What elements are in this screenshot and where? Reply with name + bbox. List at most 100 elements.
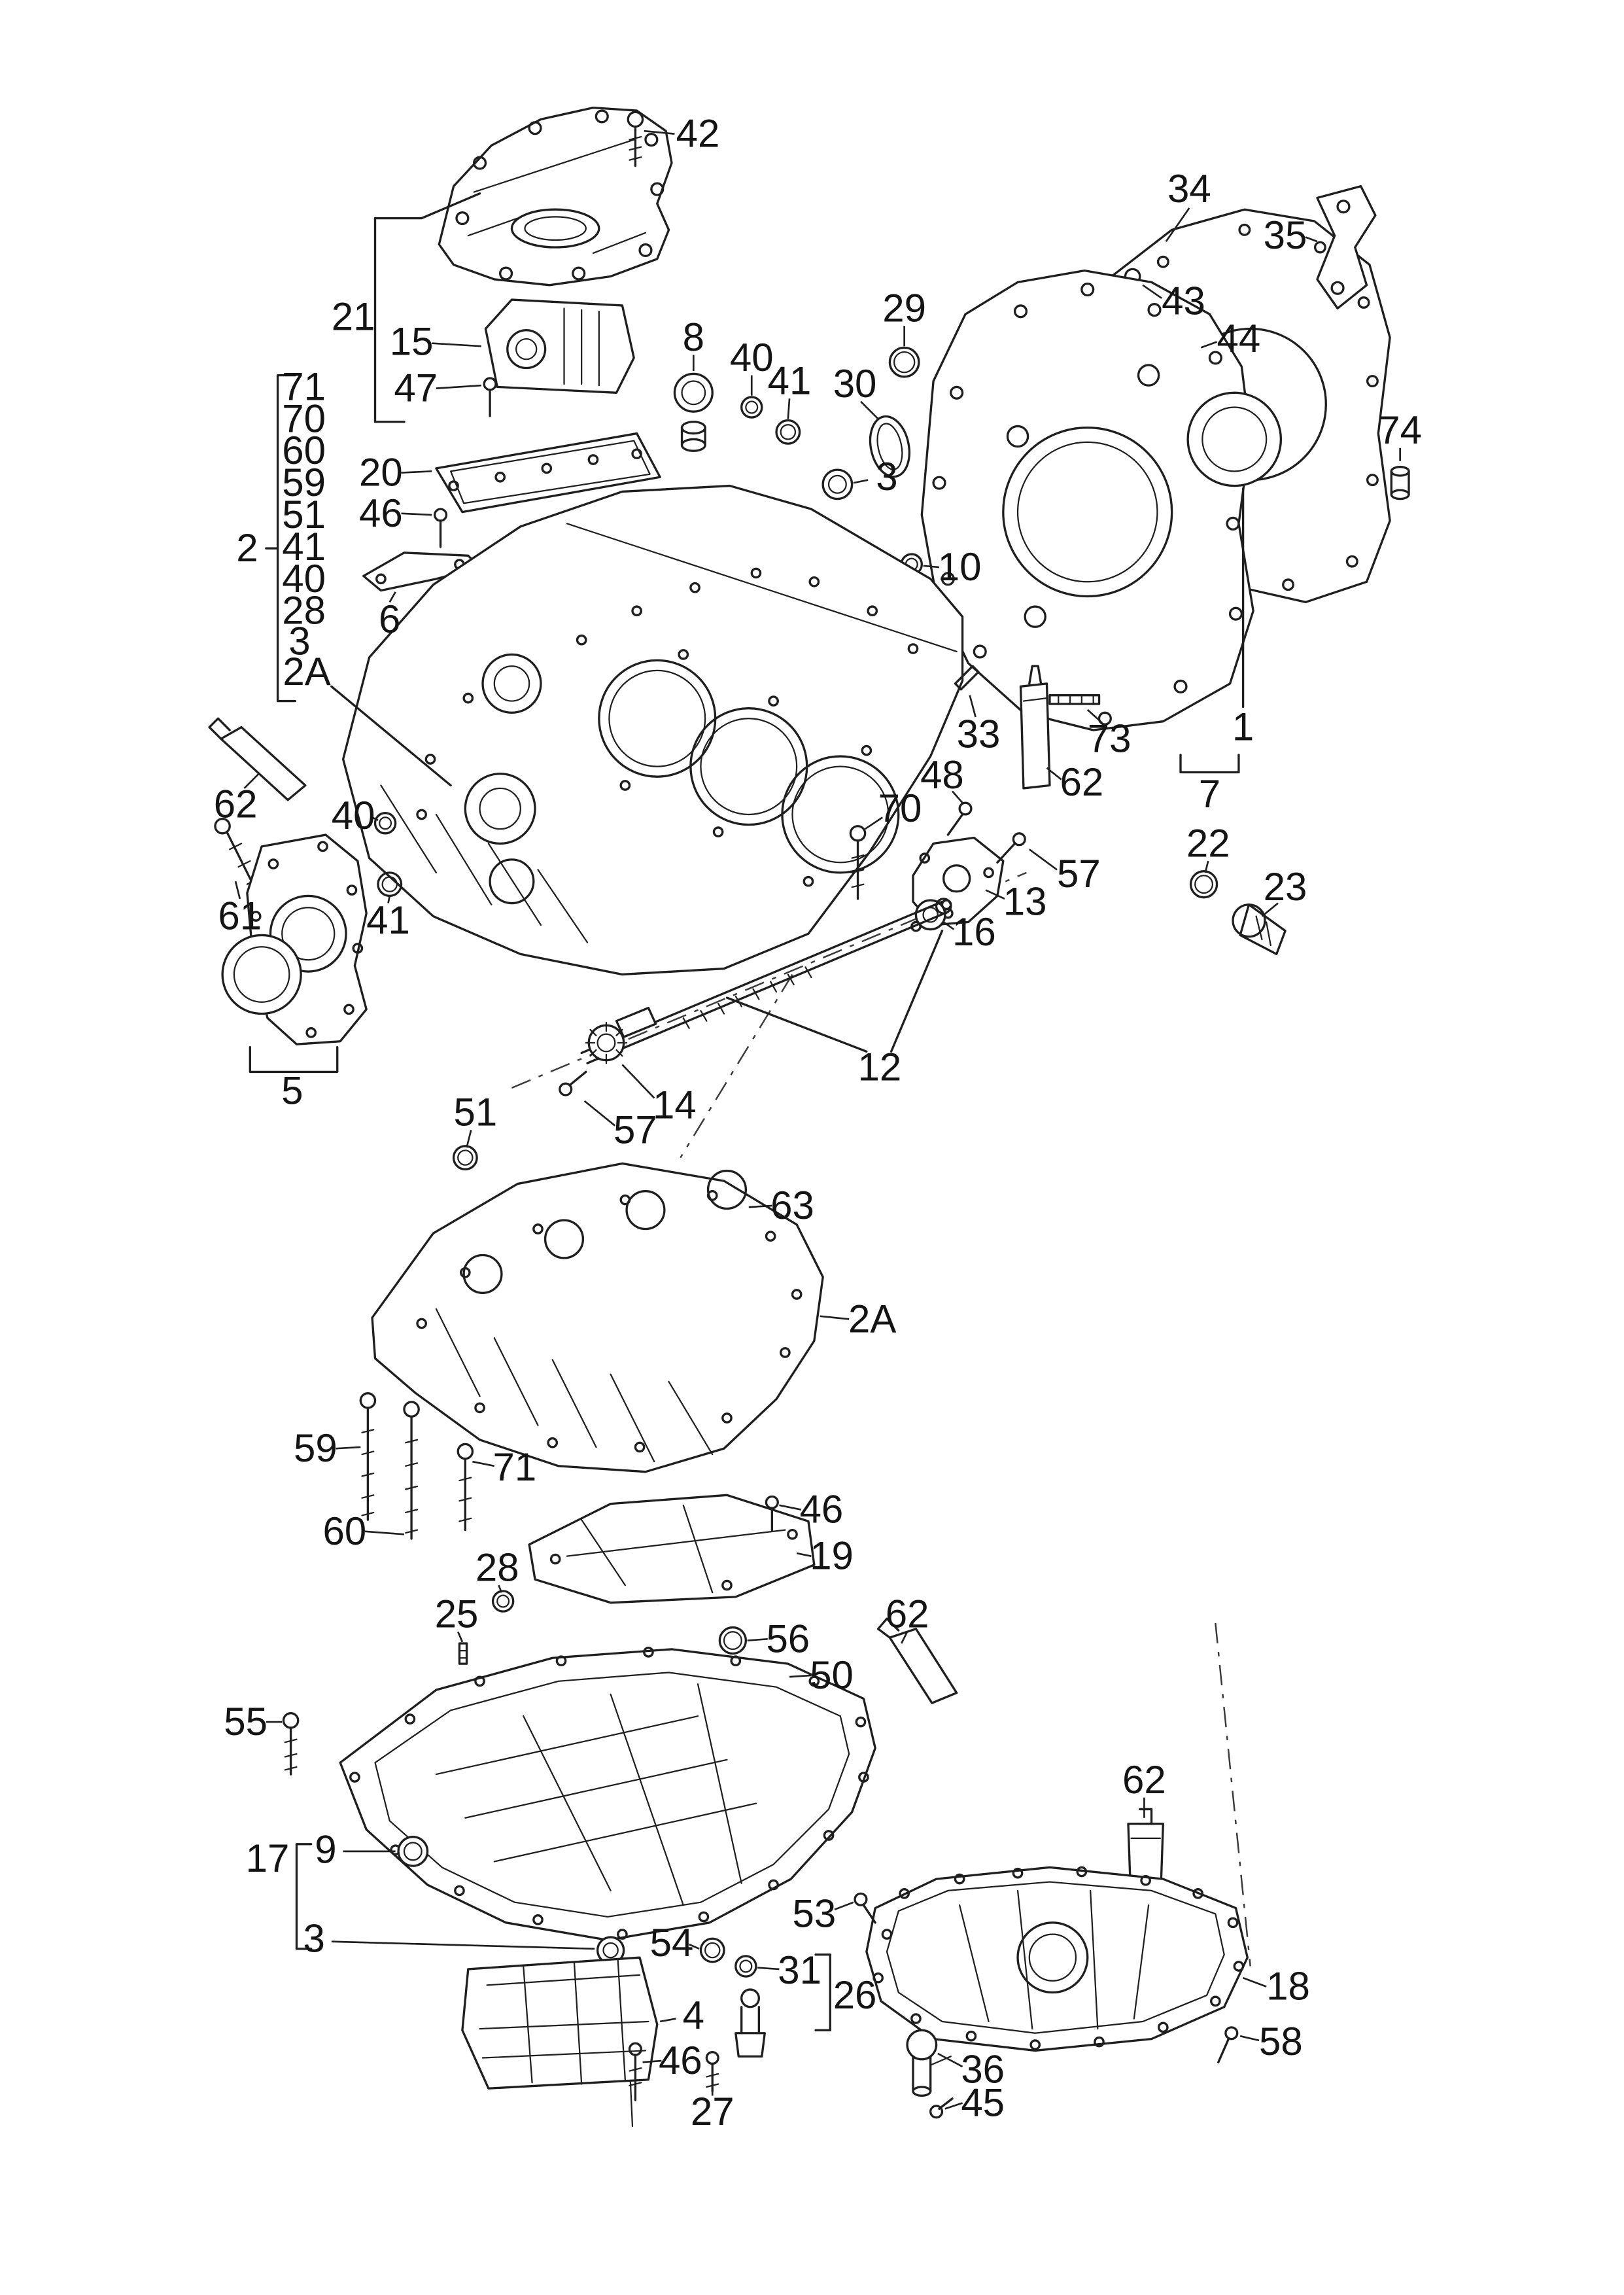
leader-line-3 (853, 479, 869, 484)
part-callout-31: 31 (778, 1948, 821, 1992)
leader-line-15 (432, 342, 481, 347)
part-bolt-45 (929, 2097, 954, 2119)
part-plug-8 (673, 372, 714, 452)
leader-line-46 (401, 512, 432, 516)
reference-brackets (249, 192, 1245, 2031)
bracket-2 (265, 374, 452, 787)
part-oring-54 (699, 1937, 725, 1963)
part-lower-oil-pan-18 (865, 1866, 1249, 2052)
bracket-26 (814, 1953, 831, 2031)
part-callout-62: 62 (1060, 760, 1103, 804)
part-screw-55 (282, 1712, 300, 1776)
part-plug-3-top (821, 468, 854, 500)
part-callout-61: 61 (218, 894, 262, 938)
part-callout-29: 29 (882, 286, 926, 330)
part-drawings (208, 106, 1410, 2119)
part-screw-47 (483, 377, 497, 417)
part-oring-29 (888, 346, 920, 378)
leader-line-73 (1086, 709, 1103, 724)
part-callout-5: 5 (281, 1068, 303, 1112)
part-oring-28 (491, 1590, 515, 1613)
leader-line-59 (336, 1446, 361, 1450)
bracket-21 (373, 192, 481, 423)
part-callout-34: 34 (1167, 167, 1211, 211)
part-oring-56 (718, 1626, 748, 1655)
part-callout-1: 1 (1232, 705, 1254, 749)
part-bushing-74 (1390, 466, 1410, 500)
part-bracket-35 (1316, 184, 1377, 310)
part-callout-7: 7 (1199, 772, 1220, 816)
leader-line-62 (901, 1631, 908, 1644)
leader-line-31 (757, 1967, 780, 1971)
part-callout-21: 21 (332, 295, 375, 339)
part-callout-41: 41 (768, 359, 812, 403)
part-bolt-46-tray (765, 1495, 779, 1532)
part-callout-59: 59 (294, 1426, 337, 1470)
leader-line-58 (1239, 2035, 1260, 2042)
part-callout-50: 50 (810, 1653, 854, 1697)
leader-line-47 (436, 384, 481, 389)
part-front-seal-5 (221, 934, 302, 1015)
part-cylinder-block (341, 484, 964, 976)
part-callout-4: 4 (683, 1993, 704, 2037)
part-callout-28: 28 (282, 589, 326, 633)
leader-line-33 (969, 695, 976, 718)
part-callout-43: 43 (1162, 279, 1205, 323)
part-callout-70: 70 (878, 786, 922, 830)
part-lower-crankcase-2A (371, 1162, 824, 1473)
part-callout-18: 18 (1266, 1965, 1310, 2008)
part-callout-30: 30 (833, 362, 877, 406)
part-callout-58: 58 (1259, 2020, 1303, 2063)
part-bolt-46-bottom (628, 2042, 642, 2101)
part-callout-63: 63 (770, 1183, 814, 1227)
leader-line-45 (944, 2102, 963, 2110)
leader-line-30 (860, 400, 879, 420)
leader-lines (234, 130, 1402, 2110)
part-callout-25: 25 (435, 1592, 479, 1636)
part-callout-60: 60 (282, 429, 326, 472)
part-callout-74: 74 (1378, 408, 1422, 452)
leader-line-71 (472, 1460, 495, 1467)
part-callout-62: 62 (214, 782, 258, 826)
part-callout-41: 41 (282, 525, 326, 569)
part-callout-54: 54 (650, 1921, 694, 1965)
part-screw-46-top (433, 508, 448, 548)
part-pin-25 (458, 1642, 468, 1665)
part-crankshaft-seal-1 (1186, 391, 1283, 487)
part-bolt-27 (705, 2050, 719, 2093)
part-callout-20: 20 (359, 451, 403, 495)
leader-line-41 (787, 398, 791, 419)
part-callout-27: 27 (691, 2090, 734, 2133)
part-valve-26 (734, 1988, 766, 2058)
part-callout-17: 17 (246, 1836, 290, 1880)
leader-line-62 (243, 773, 260, 789)
leader-line-18 (1243, 1977, 1267, 1988)
part-callout-10: 10 (938, 545, 982, 589)
part-callout-71: 71 (493, 1445, 537, 1489)
part-callout-40: 40 (332, 794, 375, 837)
part-dowel-33 (954, 665, 980, 691)
leader-line-22 (1204, 860, 1209, 873)
part-callout-2A: 2A (848, 1297, 896, 1340)
part-callout-57: 57 (613, 1108, 657, 1151)
part-plug-23 (1232, 903, 1287, 956)
part-callout-53: 53 (792, 1891, 836, 1935)
bracket-5 (249, 1045, 339, 1074)
part-seal-41-top (775, 419, 801, 445)
leader-line-56 (747, 1638, 768, 1641)
bracket-7 (1179, 754, 1240, 774)
part-callout-71: 71 (282, 364, 326, 408)
part-bolt-58 (1217, 2026, 1239, 2063)
leader-line-14 (621, 1064, 655, 1099)
part-oring-51 (452, 1145, 478, 1171)
part-baffle-19 (528, 1494, 816, 1604)
part-callout-35: 35 (1264, 213, 1307, 257)
leader-line-51 (466, 1130, 472, 1148)
part-callout-42: 42 (676, 112, 720, 156)
bracket-17 (295, 1843, 313, 1950)
part-callout-51: 51 (454, 1091, 498, 1134)
part-gasket-20 (435, 432, 661, 514)
part-callout-2: 2 (236, 526, 258, 570)
